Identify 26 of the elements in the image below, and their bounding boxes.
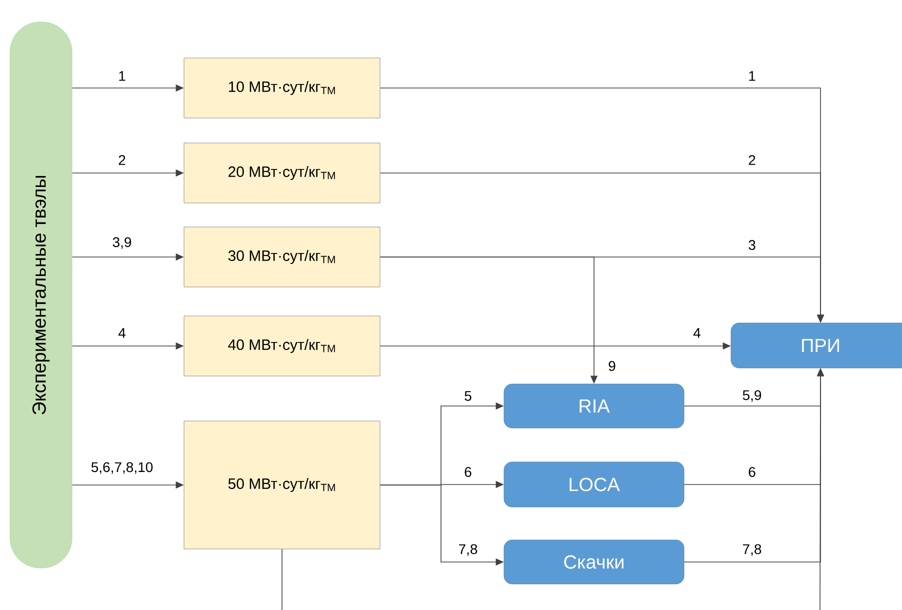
edge-label: 1	[747, 70, 757, 82]
edge-label: 7,8	[457, 543, 479, 557]
burnup-box: 20 МВт·сут/кг$_{ТМ}$	[184, 142, 380, 204]
burnup-box: 50 МВт·сут/кг$_{ТМ}$	[184, 420, 380, 550]
burnup-box: 30 МВт·сут/кг$_{ТМ}$	[184, 226, 380, 288]
edge-label: 3,9	[111, 236, 133, 250]
burnup-box: 40 МВт·сут/кг$_{ТМ}$	[184, 316, 380, 376]
edge-label: 2	[117, 154, 127, 166]
edge-label: 1	[117, 70, 127, 82]
edge-label: 6	[463, 466, 473, 478]
edge-label: 4	[117, 327, 127, 339]
edge-label: 5,9	[741, 389, 763, 403]
test-box: RIA	[504, 384, 684, 428]
edge-label: 9	[607, 360, 617, 372]
edge-label: 2	[747, 154, 757, 166]
edge-label: 3	[747, 239, 757, 251]
test-box: Скачки	[504, 540, 684, 584]
edge-label: 4	[692, 327, 702, 339]
edge-label: 7,8	[741, 543, 763, 557]
rounded-bar: Экспериментальные твэлы	[10, 22, 72, 568]
test-box: ПРИ	[730, 322, 902, 368]
edge-label: 5	[463, 390, 473, 402]
burnup-box: 10 МВт·сут/кг$_{ТМ}$	[184, 58, 380, 118]
test-box: LOCA	[504, 462, 684, 508]
edge-label: 5,6,7,8,10	[90, 461, 154, 475]
edge-label: 6	[747, 466, 757, 478]
